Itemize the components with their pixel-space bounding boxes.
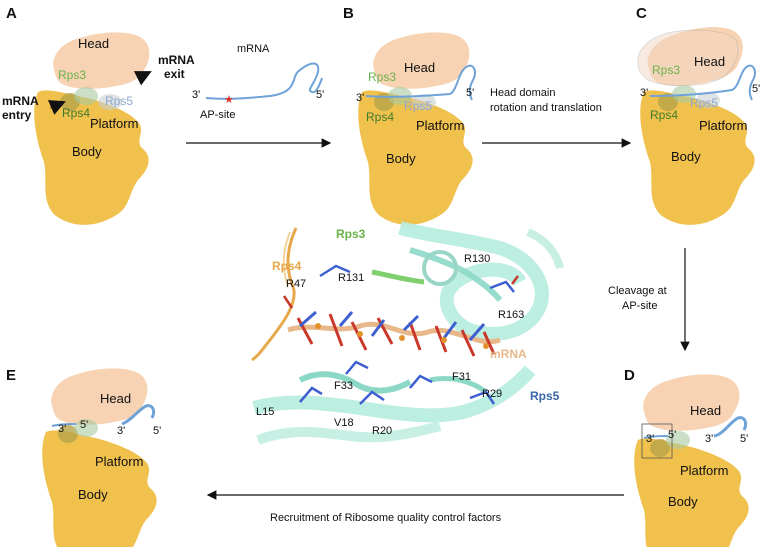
five-prime-label: 5' <box>80 419 88 431</box>
rps4-label: Rps4 <box>650 108 678 122</box>
ap-site-star: ★ <box>224 94 234 106</box>
structure-rps4-label: Rps4 <box>272 259 302 273</box>
rps5-blob <box>98 94 122 110</box>
platform-label: Platform <box>680 463 728 478</box>
step-bc-1: Head domain <box>490 87 555 99</box>
structure-rps5-label: Rps5 <box>530 389 560 403</box>
panel-label-a: A <box>6 5 17 22</box>
five-prime-label: 5' <box>316 89 324 101</box>
residue-r29: R29 <box>482 388 502 400</box>
five-prime-label: 5' <box>668 429 676 441</box>
ribosome-a <box>34 32 152 225</box>
five-prime-label-2: 5' <box>740 433 748 445</box>
ribosome-c <box>637 24 756 225</box>
structure-mrna-label: mRNA <box>490 347 527 361</box>
mrna-sticks <box>287 310 501 357</box>
five-prime-label-2: 5' <box>153 425 161 437</box>
residue-r131: R131 <box>338 272 364 284</box>
residue-v18: V18 <box>334 417 354 429</box>
rps3-label: Rps3 <box>58 68 86 82</box>
residue-r130: R130 <box>464 253 490 265</box>
rps4-chain <box>251 227 298 362</box>
body-label: Body <box>72 144 102 159</box>
panel-b: B Head Rps3 Rps4 Rps5 Platform Body 3' 5… <box>343 5 476 225</box>
structure-view: Rps3 Rps4 Rps5 mRNA R47 R131 R130 R163 F… <box>248 221 564 452</box>
head-label: Head <box>78 36 109 51</box>
panel-e: E Head 3' 5' 3' 5' Platform Body <box>6 367 161 547</box>
five-prime-label: 5' <box>466 87 474 99</box>
platform-label: Platform <box>699 118 747 133</box>
rps4-label: Rps4 <box>366 110 394 124</box>
zoom-box <box>641 423 673 459</box>
mrna-title: mRNA <box>237 43 270 55</box>
mrna-entry-label-1: mRNA <box>2 94 39 108</box>
panel-label-c: C <box>636 5 647 22</box>
residue-r47: R47 <box>286 278 306 290</box>
rps3-label: Rps3 <box>652 63 680 77</box>
ribosome-d <box>634 374 749 547</box>
rps5-label: Rps5 <box>690 96 718 110</box>
three-prime-label: 3' <box>192 89 200 101</box>
head-label: Head <box>100 391 131 406</box>
head-label: Head <box>694 54 725 69</box>
platform-label: Platform <box>90 116 138 131</box>
residue-l15: L15 <box>256 406 274 418</box>
three-prime-label: 3' <box>356 92 364 104</box>
mrna-exit-label-1: mRNA <box>158 53 195 67</box>
step-cd-2: AP-site <box>622 300 657 312</box>
body-label: Body <box>78 487 108 502</box>
three-prime-label-2: 3' <box>117 425 125 437</box>
body-label: Body <box>386 151 416 166</box>
panel-c: C Head Rps3 Rps4 Rps5 Platform Body 3' 5… <box>636 5 760 225</box>
rps5-ribbon <box>252 365 536 423</box>
rps3-loop <box>371 269 425 285</box>
residue-f33: F33 <box>334 380 353 392</box>
platform-label: Platform <box>416 118 464 133</box>
rps4-label: Rps4 <box>62 106 90 120</box>
ribosome-b <box>358 32 476 225</box>
ap-site-label: AP-site <box>200 109 235 121</box>
platform-label: Platform <box>95 454 143 469</box>
step-de: Recruitment of Ribosome quality control … <box>270 512 502 524</box>
rps5-label: Rps5 <box>404 99 432 113</box>
three-prime-label-2: 3' <box>705 433 713 445</box>
step-bc-2: rotation and translation <box>490 102 602 114</box>
residue-f31: F31 <box>452 371 471 383</box>
head-label: Head <box>690 403 721 418</box>
five-prime-label: 5' <box>752 83 760 95</box>
mrna-exit-label-2: exit <box>164 67 185 81</box>
panel-label-b: B <box>343 5 354 22</box>
three-prime-label: 3' <box>58 423 66 435</box>
panel-label-e: E <box>6 367 16 384</box>
panel-d: D Head 3' 5' 3' 5' Platform Body <box>624 367 749 547</box>
panel-a: A Head Rps3 Rps4 Rps5 Platform Body mRNA… <box>2 5 195 225</box>
structure-rps3-label: Rps3 <box>336 227 366 241</box>
mrna-strand: mRNA ★ 3' 5' AP-site <box>192 43 324 121</box>
three-prime-label: 3' <box>646 433 654 445</box>
rps3-blob <box>74 87 98 105</box>
residue-r20: R20 <box>372 425 392 437</box>
body-label: Body <box>668 494 698 509</box>
entry-arrow <box>47 100 66 115</box>
rps3-label: Rps3 <box>368 70 396 84</box>
mrna-line <box>205 62 323 100</box>
panel-label-d: D <box>624 367 635 384</box>
three-prime-label: 3' <box>640 87 648 99</box>
body-label: Body <box>671 149 701 164</box>
ribosome-e <box>42 368 157 547</box>
residue-r163: R163 <box>498 309 524 321</box>
exit-arrow <box>133 71 152 86</box>
rps3-ribbon <box>398 221 549 341</box>
mrna-entry-label-2: entry <box>2 108 32 122</box>
step-cd-1: Cleavage at <box>608 285 667 297</box>
head-label: Head <box>404 60 435 75</box>
rps5-label: Rps5 <box>105 94 133 108</box>
